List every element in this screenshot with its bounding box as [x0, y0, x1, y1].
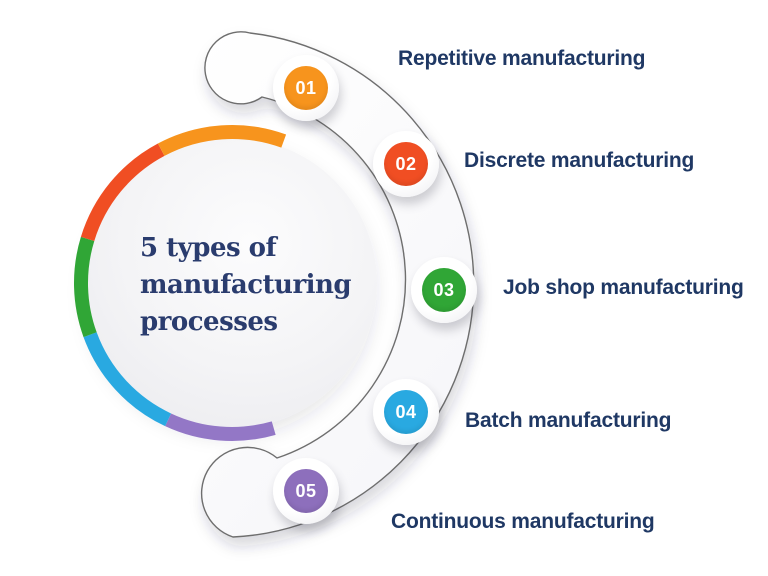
badge-04-dot: 04	[384, 390, 428, 434]
badge-02-dot: 02	[384, 142, 428, 186]
label-batch-manufacturing: Batch manufacturing	[465, 409, 672, 432]
ring-segment-green	[74, 236, 97, 338]
center-disc	[87, 138, 377, 428]
ring-segment-blue	[83, 332, 172, 427]
badge-03-number: 03	[433, 279, 455, 300]
label-job-shop-manufacturing: Job shop manufacturing	[503, 276, 744, 299]
badge-01-dot: 01	[284, 66, 328, 110]
diagram-title: 5 types of manufacturing processes	[140, 230, 370, 341]
label-discrete-manufacturing: Discrete manufacturing	[464, 149, 695, 172]
ring-segment-orange	[157, 125, 287, 156]
ring-segment-purple	[165, 413, 276, 441]
ring-segment-red	[80, 143, 165, 242]
badge-03: 03	[411, 257, 477, 323]
title-line-2: manufacturing	[140, 270, 352, 300]
badge-05-dot: 05	[284, 469, 328, 513]
badge-01-number: 01	[295, 77, 317, 98]
badge-01: 01	[273, 55, 339, 121]
badge-05: 05	[273, 458, 339, 524]
badge-02-number: 02	[395, 153, 417, 174]
badge-03-dot: 03	[422, 268, 466, 312]
label-repetitive-manufacturing: Repetitive manufacturing	[398, 47, 646, 70]
badge-05-number: 05	[295, 480, 317, 501]
title-line-3: processes	[140, 307, 278, 337]
badge-04-number: 04	[395, 401, 417, 422]
label-continuous-manufacturing: Continuous manufacturing	[391, 510, 655, 533]
title-line-1: 5 types of	[140, 233, 277, 263]
badge-02: 02	[373, 131, 439, 197]
badge-04: 04	[373, 379, 439, 445]
